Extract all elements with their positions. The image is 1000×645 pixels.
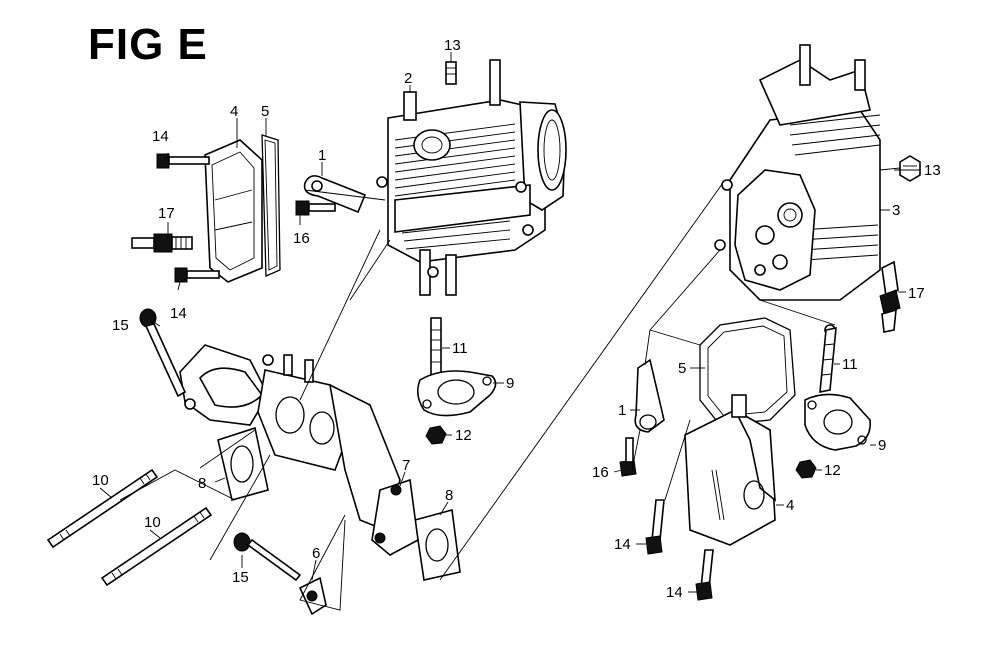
part-4-cover-right: [684, 394, 776, 546]
assembly-lines-left: [119, 179, 726, 611]
part-6-bracket: [298, 576, 327, 616]
part-17-spark-plug-right: [879, 260, 901, 333]
callout-4-left: 4: [230, 103, 238, 120]
callout-16-right: 16: [592, 464, 609, 481]
assembly-lines-right: [631, 167, 901, 501]
callout-8-right: 8: [445, 487, 453, 504]
callout-17-left: 17: [158, 205, 175, 222]
callout-16-left: 16: [293, 230, 310, 247]
part-4-cover-left: [204, 139, 263, 283]
part-12-nut-right: [795, 459, 817, 479]
callout-14-right-lower: 14: [666, 584, 683, 601]
part-16-bolt-right: [619, 437, 637, 477]
part-5-gasket-left: [261, 134, 281, 277]
part-14-bolt-right-upper: [645, 499, 665, 555]
part-15-bolt-lower: [233, 532, 302, 582]
part-14-bolt-right-lower: [695, 549, 714, 601]
part-10-stud-upper: [46, 468, 159, 549]
intake-manifold-left: [179, 344, 401, 532]
callout-15-upper: 15: [112, 317, 129, 334]
part-9-gasket-right: [804, 393, 872, 451]
callout-15-lower: 15: [232, 569, 249, 586]
cylinder-head-right: [714, 44, 881, 336]
callout-14-left-lower: 14: [170, 305, 187, 322]
part-11-stud-left: [430, 317, 442, 377]
callout-11-left: 11: [452, 340, 468, 357]
callout-leaders: [99, 52, 920, 593]
part-9-gasket-left: [416, 370, 497, 417]
part-14-bolt-left-upper: [156, 153, 210, 169]
part-12-nut-left: [425, 425, 447, 445]
callout-5-left: 5: [261, 103, 269, 120]
callout-14-right-upper: 14: [614, 536, 631, 553]
callout-14-left-upper: 14: [152, 128, 169, 145]
cylinder-head-left: [376, 59, 567, 296]
callout-labels: 13 2 4 5 1 14 17 16 14 15 11 9 12 10 8 7…: [92, 37, 941, 601]
figure-title: FIG E: [88, 20, 208, 69]
callout-9-right: 9: [878, 437, 886, 454]
part-16-bolt-left: [295, 200, 336, 216]
part-15-bolt-upper: [139, 308, 187, 398]
callout-6: 6: [312, 545, 320, 562]
callout-4-right: 4: [786, 497, 794, 514]
callout-3: 3: [892, 202, 900, 219]
part-17-spark-plug-left: [131, 233, 193, 253]
callout-13-left: 13: [444, 37, 461, 54]
callout-12-left: 12: [455, 427, 472, 444]
part-5-gasket-right: [699, 317, 796, 426]
part-13-stud-left: [445, 61, 457, 85]
callout-10-upper: 10: [92, 472, 109, 489]
part-7-bracket: [371, 478, 419, 556]
callout-5-right: 5: [678, 360, 686, 377]
callout-1-right: 1: [618, 402, 626, 419]
callout-11-right: 11: [842, 356, 858, 373]
callout-9-left: 9: [506, 375, 514, 392]
callout-17-right: 17: [908, 285, 925, 302]
callout-8-left: 8: [198, 475, 206, 492]
part-8-gasket-left: [217, 426, 269, 501]
part-11-stud-right: [819, 327, 837, 393]
callout-7: 7: [402, 457, 410, 474]
callout-2: 2: [404, 70, 412, 87]
part-1-bracket-right: [634, 358, 665, 433]
part-13-nut-right: [899, 155, 921, 182]
part-14-bolt-left-lower: [174, 267, 220, 283]
callout-13-right: 13: [924, 162, 941, 179]
callout-10-lower: 10: [144, 514, 161, 531]
part-8-gasket-right: [414, 508, 461, 581]
part-10-stud-lower: [100, 506, 213, 587]
callout-12-right: 12: [824, 462, 841, 479]
callout-1-left: 1: [318, 147, 326, 164]
